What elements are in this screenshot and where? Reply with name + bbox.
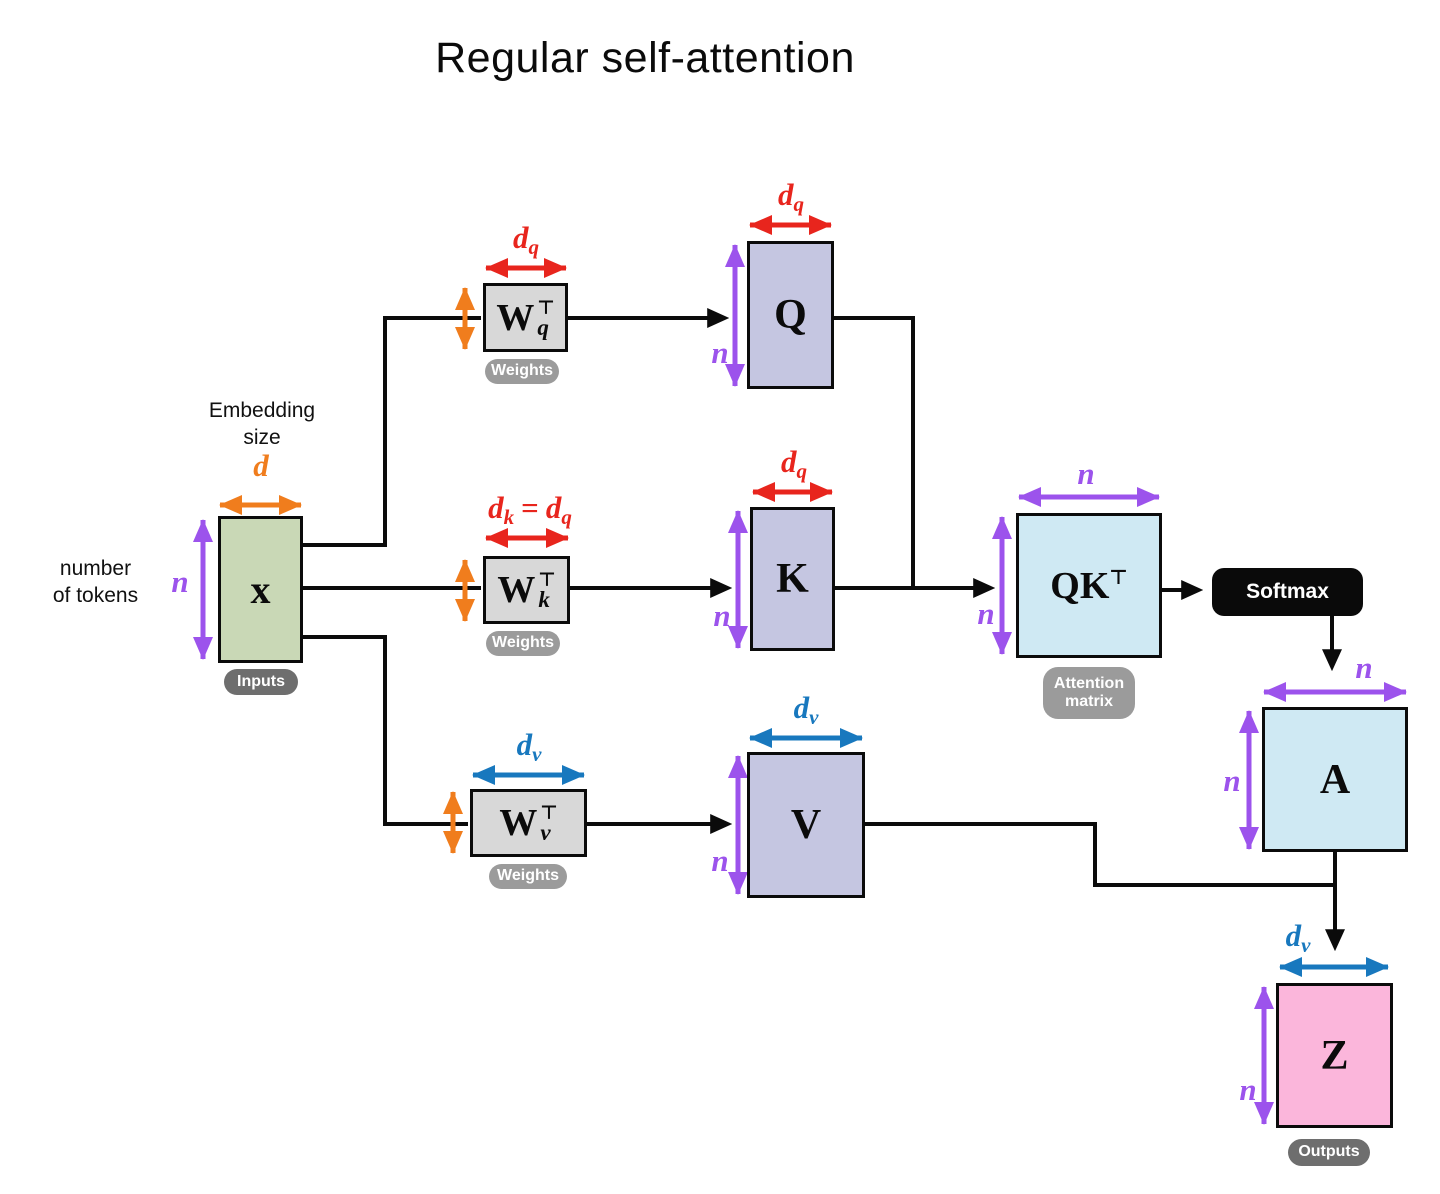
embedding-size-note: Embedding size <box>208 399 316 449</box>
matrix-v-label: V <box>790 802 822 848</box>
matrix-qkt-label: QK⊤ <box>1050 564 1128 607</box>
matrix-k: K <box>750 507 835 651</box>
matrix-x: x <box>218 516 303 663</box>
dim-label-dq-q: dq <box>778 177 804 216</box>
matrix-a: A <box>1262 707 1408 852</box>
dim-label-n-qkt-left: n <box>977 596 995 631</box>
inputs-badge: Inputs <box>224 669 298 695</box>
weights-badge-v: Weights <box>489 864 567 889</box>
matrix-wv: W⊤v <box>470 789 587 857</box>
matrix-z-label: Z <box>1320 1032 1349 1079</box>
dim-label-dk-eq-dq: dk=dq <box>488 490 572 529</box>
dim-label-n-v: n <box>711 843 729 878</box>
matrix-v: V <box>747 752 865 898</box>
softmax-node: Softmax <box>1212 568 1363 616</box>
matrix-a-label: A <box>1319 756 1351 803</box>
matrix-wk-label: W⊤k <box>497 569 556 613</box>
matrix-q-label: Q <box>774 292 807 338</box>
dim-label-dq-wq: dq <box>513 220 539 259</box>
dim-label-n-a-top: n <box>1355 650 1373 685</box>
dim-label-n-q: n <box>711 335 729 370</box>
wire-q-to-merge <box>834 316 915 588</box>
diagram-title: Regular self-attention <box>435 34 855 82</box>
wire-v-to-merge <box>865 822 1335 887</box>
matrix-wv-label: W⊤v <box>499 802 558 846</box>
dim-label-n-z: n <box>1239 1072 1257 1107</box>
dim-label-dq-k: dq <box>781 444 807 483</box>
weights-badge-q: Weights <box>485 359 559 384</box>
weights-badge-k: Weights <box>486 631 560 656</box>
matrix-k-label: K <box>776 556 809 602</box>
outputs-badge: Outputs <box>1288 1139 1370 1166</box>
number-of-tokens-note: number of tokens <box>52 557 139 607</box>
wire-x-to-wq <box>303 316 481 547</box>
dim-label-n-a-left: n <box>1223 763 1241 798</box>
dim-label-n-qkt-top: n <box>1077 456 1095 491</box>
dim-label-n-k: n <box>713 598 731 633</box>
matrix-wk: W⊤k <box>483 556 570 624</box>
matrix-q: Q <box>747 241 834 389</box>
attention-matrix-badge: Attention matrix <box>1043 667 1135 719</box>
matrix-qkt: QK⊤ <box>1016 513 1162 658</box>
matrix-x-label: x <box>250 567 271 612</box>
dim-label-d: d <box>253 448 269 483</box>
matrix-z: Z <box>1276 983 1393 1128</box>
wire-x-to-wv <box>303 635 468 826</box>
softmax-label: Softmax <box>1246 580 1329 603</box>
dim-label-dv-v: dv <box>793 690 819 729</box>
matrix-wq: W⊤q <box>483 283 568 352</box>
dim-label-dv-wv: dv <box>516 727 542 766</box>
dim-label-n-x: n <box>171 564 189 599</box>
matrix-wq-label: W⊤q <box>496 296 555 340</box>
dim-label-dv-z: dv <box>1285 918 1311 957</box>
